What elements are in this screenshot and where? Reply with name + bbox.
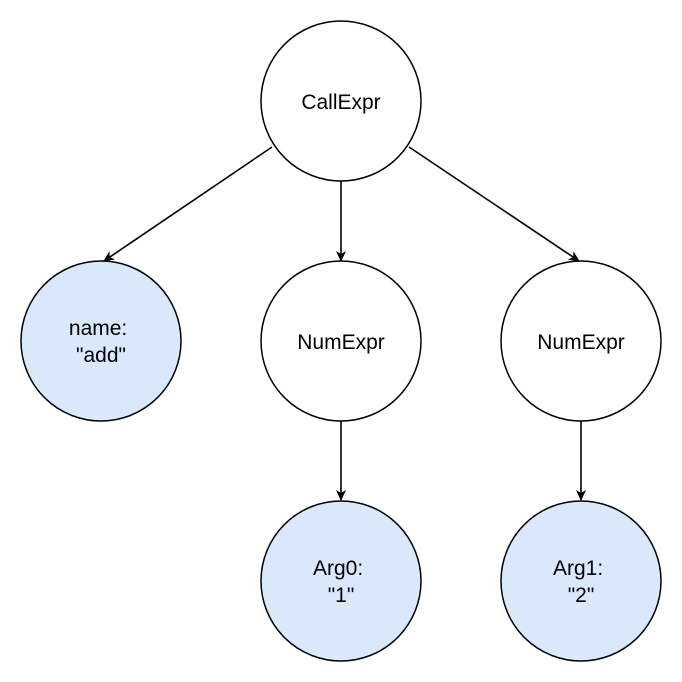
node-call-expr-circle [260, 20, 422, 182]
edge-callexpr-to-name [103, 146, 273, 262]
node-arg0-line-1: Arg0: [313, 557, 363, 580]
node-call-expr-label: CallExpr [301, 91, 380, 114]
node-num-expr-2-line-1: NumExpr [537, 331, 625, 354]
node-name-line-2: "add" [76, 344, 126, 367]
node-name: name: "add" [20, 260, 182, 422]
node-arg0-circle [260, 500, 422, 662]
node-num-expr-1-label: NumExpr [297, 331, 385, 354]
node-arg0: Arg0: "1" [260, 500, 422, 662]
node-num-expr-2-label: NumExpr [537, 331, 625, 354]
node-arg0-line-2: "1" [328, 584, 355, 607]
node-num-expr-1-line-1: NumExpr [297, 331, 385, 354]
node-arg0-label: Arg0: "1" [313, 557, 369, 607]
node-arg1-label: Arg1: "2" [553, 557, 609, 607]
node-num-expr-1-circle [260, 260, 422, 422]
edges [103, 146, 586, 501]
node-name-line-1: name: [69, 317, 127, 340]
node-name-label: name: "add" [69, 317, 133, 367]
node-arg1: Arg1: "2" [500, 500, 662, 662]
node-arg1-circle [500, 500, 662, 662]
node-call-expr-line-1: CallExpr [301, 91, 380, 114]
node-num-expr-2-circle [500, 260, 662, 422]
node-name-circle [20, 260, 182, 422]
node-num-expr-1: NumExpr [260, 260, 422, 422]
node-arg1-line-2: "2" [568, 584, 595, 607]
node-call-expr: CallExpr [260, 20, 422, 182]
edge-callexpr-to-numexpr-2 [408, 146, 580, 262]
node-arg1-line-1: Arg1: [553, 557, 603, 580]
node-num-expr-2: NumExpr [500, 260, 662, 422]
